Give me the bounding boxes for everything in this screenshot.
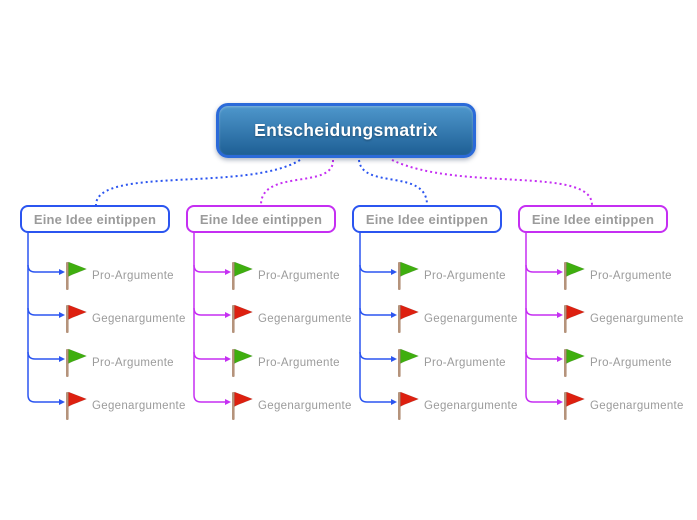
idea-node-label: Eine Idee eintippen <box>33 211 157 227</box>
contra-flag-icon <box>398 391 420 420</box>
item-connector <box>193 351 231 362</box>
argument-label: Pro-Argumente <box>424 270 506 282</box>
item-connector <box>27 307 65 318</box>
argument-item[interactable]: Gegenargumente <box>64 304 186 334</box>
pro-flag-icon <box>66 348 88 377</box>
argument-item[interactable]: Gegenargumente <box>230 304 352 334</box>
root-connector-2 <box>260 159 335 206</box>
contra-flag-icon <box>66 304 88 333</box>
root-connector-4 <box>391 159 593 206</box>
pro-flag-icon <box>232 261 254 290</box>
argument-item[interactable]: Pro-Argumente <box>562 348 672 378</box>
pro-flag-icon <box>66 261 88 290</box>
argument-item[interactable]: Gegenargumente <box>562 391 684 421</box>
argument-label: Gegenargumente <box>424 400 518 412</box>
argument-item[interactable]: Gegenargumente <box>64 391 186 421</box>
item-connector <box>525 264 563 275</box>
argument-item[interactable]: Gegenargumente <box>396 304 518 334</box>
argument-item[interactable]: Pro-Argumente <box>396 348 506 378</box>
argument-label: Pro-Argumente <box>590 357 672 369</box>
argument-label: Gegenargumente <box>258 400 352 412</box>
contra-flag-icon <box>398 304 420 333</box>
argument-label: Pro-Argumente <box>258 270 340 282</box>
pro-flag-icon <box>232 348 254 377</box>
argument-label: Pro-Argumente <box>92 270 174 282</box>
contra-flag-icon <box>564 391 586 420</box>
argument-item[interactable]: Gegenargumente <box>396 391 518 421</box>
idea-node-label: Eine Idee eintippen <box>199 211 323 227</box>
root-node-label: Entscheidungsmatrix <box>254 120 438 140</box>
contra-flag-icon <box>564 304 586 333</box>
pro-flag-icon <box>564 261 586 290</box>
idea-node-3[interactable]: Eine Idee eintippen <box>352 205 502 233</box>
item-connector <box>193 264 231 275</box>
idea-node-label: Eine Idee eintippen <box>531 211 655 227</box>
argument-label: Gegenargumente <box>424 313 518 325</box>
argument-label: Gegenargumente <box>590 313 684 325</box>
item-connector <box>193 307 231 318</box>
contra-flag-icon <box>66 391 88 420</box>
argument-label: Pro-Argumente <box>258 357 340 369</box>
root-connector-3 <box>358 159 428 206</box>
pro-flag-icon <box>398 261 420 290</box>
item-connector <box>27 264 65 275</box>
argument-item[interactable]: Pro-Argumente <box>230 261 340 291</box>
argument-item[interactable]: Gegenargumente <box>562 304 684 334</box>
argument-label: Pro-Argumente <box>590 270 672 282</box>
argument-label: Gegenargumente <box>258 313 352 325</box>
argument-label: Gegenargumente <box>92 400 186 412</box>
argument-item[interactable]: Pro-Argumente <box>64 261 174 291</box>
argument-label: Gegenargumente <box>590 400 684 412</box>
idea-node-2[interactable]: Eine Idee eintippen <box>186 205 336 233</box>
pro-flag-icon <box>398 348 420 377</box>
argument-item[interactable]: Pro-Argumente <box>562 261 672 291</box>
idea-node-4[interactable]: Eine Idee eintippen <box>518 205 668 233</box>
argument-label: Pro-Argumente <box>92 357 174 369</box>
item-connector <box>525 307 563 318</box>
argument-item[interactable]: Pro-Argumente <box>64 348 174 378</box>
item-connector <box>525 394 563 405</box>
argument-label: Gegenargumente <box>92 313 186 325</box>
idea-node-1[interactable]: Eine Idee eintippen <box>20 205 170 233</box>
item-connector <box>359 264 397 275</box>
root-connector-1 <box>95 159 301 206</box>
pro-flag-icon <box>564 348 586 377</box>
root-node[interactable]: Entscheidungsmatrix <box>216 103 476 158</box>
item-connector <box>359 351 397 362</box>
item-connector <box>359 307 397 318</box>
item-connector <box>27 351 65 362</box>
argument-item[interactable]: Pro-Argumente <box>230 348 340 378</box>
contra-flag-icon <box>232 304 254 333</box>
item-connector <box>525 351 563 362</box>
argument-item[interactable]: Pro-Argumente <box>396 261 506 291</box>
idea-node-label: Eine Idee eintippen <box>365 211 489 227</box>
argument-item[interactable]: Gegenargumente <box>230 391 352 421</box>
item-connector <box>27 394 65 405</box>
item-connector <box>193 394 231 405</box>
item-connector <box>359 394 397 405</box>
contra-flag-icon <box>232 391 254 420</box>
argument-label: Pro-Argumente <box>424 357 506 369</box>
